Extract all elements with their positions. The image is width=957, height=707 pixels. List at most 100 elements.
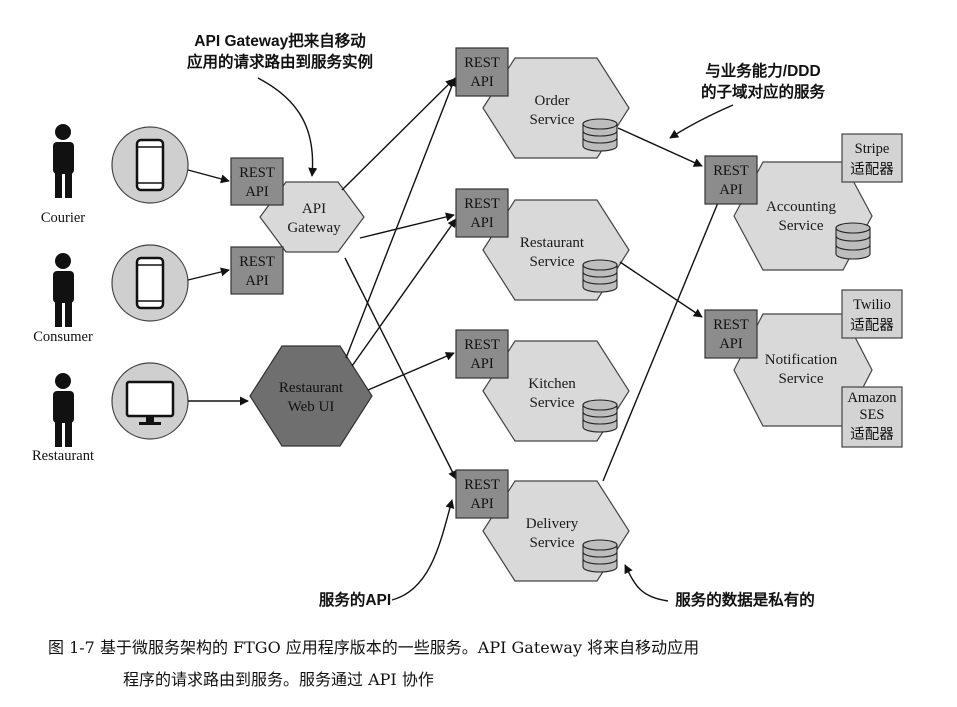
service-api-note: 服务的API — [319, 590, 391, 609]
gateway-note-arrow — [257, 77, 318, 177]
ddd-note-arrow — [669, 104, 734, 139]
accounting-service: Accounting Service — [733, 161, 873, 271]
stripe-adapter: Stripe 适配器 — [841, 133, 903, 183]
kitchen-service: Kitchen Service — [482, 340, 630, 442]
api-gateway: API Gateway — [259, 181, 365, 253]
notification-service-label-line2: Service — [779, 371, 824, 387]
restaurant-service-label-line1: Restaurant — [520, 235, 585, 251]
delivery-rest-api: REST API — [455, 469, 509, 519]
notification-service-label-line1: Notification — [765, 352, 838, 368]
restaurant-desktop-device — [111, 362, 189, 440]
api-label: API — [245, 273, 269, 289]
rest-label: REST — [239, 254, 275, 270]
twilio-adapter-line1: Twilio — [853, 297, 891, 313]
restaurant-label: Restaurant — [32, 448, 94, 464]
kitchen-service-label-line1: Kitchen — [528, 376, 576, 392]
private-data-note-arrow — [624, 564, 669, 602]
webui-label-line2: Web UI — [288, 399, 335, 415]
notification-rest-api: REST API — [704, 309, 758, 359]
delivery-service-label-line1: Delivery — [526, 516, 579, 532]
kitchen-rest-api: REST API — [455, 329, 509, 379]
accounting-service-label-line1: Accounting — [766, 199, 836, 215]
rest-label: REST — [713, 163, 749, 179]
gateway-to-delivery-arrow — [344, 257, 457, 480]
consumer-actor: Consumer — [33, 253, 93, 345]
api-label: API — [470, 356, 494, 372]
consumer-to-api-arrow — [187, 267, 230, 281]
figure-caption-line2: 程序的请求路由到服务。服务通过 API 协作 — [123, 670, 434, 689]
webui-to-order-arrow — [345, 77, 457, 359]
gateway-label-line2: Gateway — [287, 220, 341, 236]
restaurant-actor: Restaurant — [32, 373, 94, 464]
database-icon — [582, 539, 618, 573]
figure-caption-line1: 图 1-7 基于微服务架构的 FTGO 应用程序版本的一些服务。API Gate… — [48, 638, 699, 657]
order-service-label-line2: Service — [530, 112, 575, 128]
database-icon — [582, 259, 618, 293]
webui-label-line1: Restaurant — [279, 380, 344, 396]
amazon-ses-adapter-line2: SES — [860, 407, 885, 423]
api-label: API — [719, 336, 743, 352]
courier-to-api-arrow — [187, 169, 230, 184]
order-rest-api: REST API — [455, 47, 509, 97]
gateway-to-order-arrow — [341, 78, 455, 191]
order-to-accounting-arrow — [617, 127, 703, 167]
delivery-service: Delivery Service — [482, 480, 630, 582]
rest-label: REST — [464, 337, 500, 353]
order-service: Order Service — [482, 57, 630, 159]
restaurant-person-icon — [53, 373, 74, 447]
amazon-ses-adapter: Amazon SES 适配器 — [841, 386, 903, 448]
gateway-rest-api-bottom: REST API — [230, 246, 284, 295]
database-icon — [582, 118, 618, 152]
api-label: API — [470, 496, 494, 512]
gateway-note-line1: API Gateway把来自移动 — [194, 31, 365, 50]
smartphone-icon — [135, 256, 165, 310]
twilio-adapter: Twilio 适配器 — [841, 289, 903, 339]
api-label: API — [719, 182, 743, 198]
gateway-rest-api-top: REST API — [230, 157, 284, 206]
database-icon — [835, 222, 871, 260]
gateway-label-line1: API — [302, 201, 326, 217]
twilio-adapter-line2: 适配器 — [850, 317, 894, 334]
consumer-person-icon — [53, 253, 74, 327]
accounting-service-label-line2: Service — [779, 218, 824, 234]
webui-to-kitchen-arrow — [367, 352, 455, 391]
service-api-note-arrow — [391, 499, 455, 601]
notification-service: Notification Service — [733, 313, 873, 427]
restaurant-rest-api: REST API — [455, 188, 509, 238]
restaurant-service: Restaurant Service — [482, 199, 630, 301]
api-label: API — [245, 184, 269, 200]
gateway-note-line2: 应用的请求路由到服务实例 — [187, 52, 373, 71]
stripe-adapter-line1: Stripe — [855, 141, 890, 157]
restaurant-service-label-line2: Service — [530, 254, 575, 270]
courier-person-icon — [53, 124, 74, 198]
rest-label: REST — [464, 196, 500, 212]
ddd-note-line2: 的子域对应的服务 — [701, 82, 826, 101]
gateway-to-restaurant-arrow — [359, 212, 455, 239]
amazon-ses-adapter-line3: 适配器 — [850, 426, 894, 443]
order-service-label-line1: Order — [535, 93, 570, 109]
smartphone-icon — [135, 138, 165, 192]
rest-label: REST — [713, 317, 749, 333]
amazon-ses-adapter-line1: Amazon — [847, 390, 897, 406]
rest-label: REST — [239, 165, 275, 181]
consumer-mobile-device — [111, 244, 189, 322]
rest-label: REST — [464, 55, 500, 71]
kitchen-service-label-line2: Service — [530, 395, 575, 411]
courier-label: Courier — [41, 210, 85, 226]
rest-label: REST — [464, 477, 500, 493]
delivery-service-label-line2: Service — [530, 535, 575, 551]
courier-mobile-device — [111, 126, 189, 204]
webui-to-restaurant-arrow — [351, 218, 457, 367]
delivery-to-accounting-arrow — [602, 192, 724, 482]
api-label: API — [470, 74, 494, 90]
stripe-adapter-line2: 适配器 — [850, 161, 894, 178]
private-data-note: 服务的数据是私有的 — [675, 590, 815, 609]
accounting-rest-api: REST API — [704, 155, 758, 205]
api-label: API — [470, 215, 494, 231]
courier-actor: Courier — [41, 124, 85, 226]
restaurant-web-ui: Restaurant Web UI — [249, 345, 373, 447]
restaurant-to-notification-arrow — [619, 261, 703, 318]
consumer-label: Consumer — [33, 329, 93, 345]
ddd-note-line1: 与业务能力/DDD — [705, 61, 820, 80]
